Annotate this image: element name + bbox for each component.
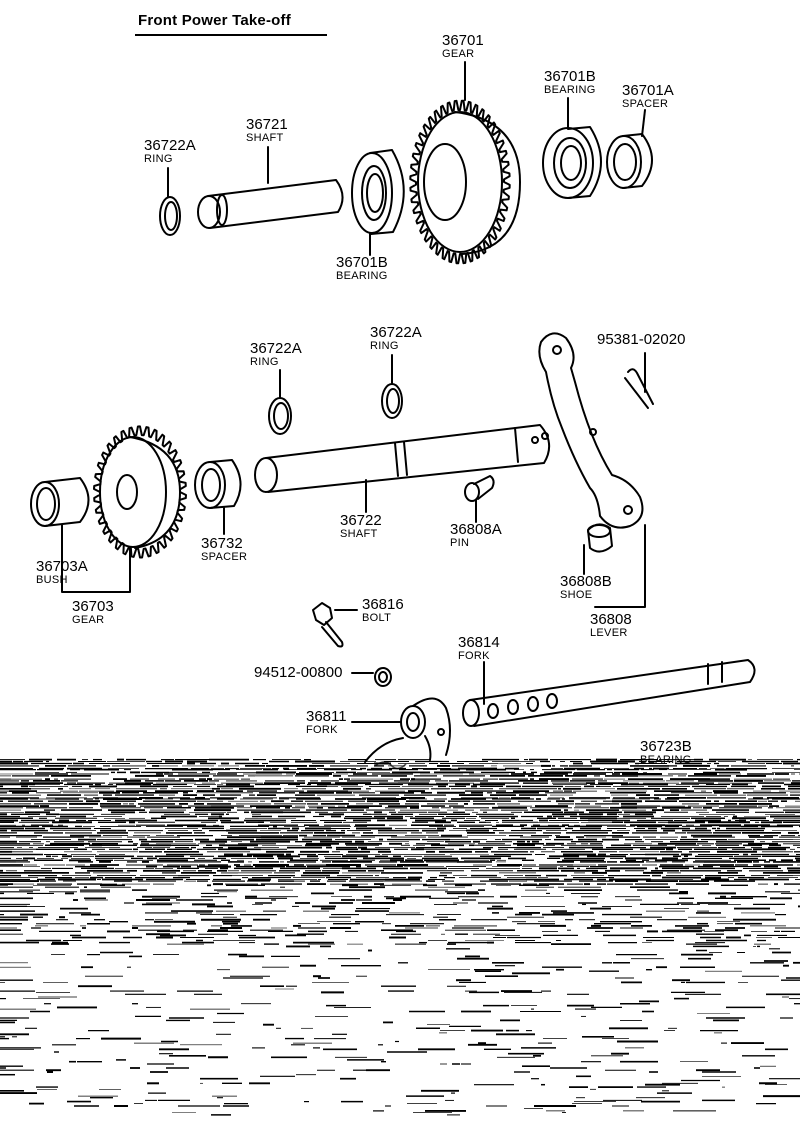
- shaft-36721-part: [197, 179, 344, 229]
- label-36701b-top: 36701B BEARING: [544, 69, 596, 96]
- part-name: BUSH: [36, 574, 68, 586]
- part-name: GEAR: [442, 48, 475, 60]
- label-36816: 36816 BOLT: [362, 597, 404, 624]
- part-number: 95381-02020: [597, 331, 686, 348]
- part-name: GEAR: [72, 614, 105, 626]
- label-36722a-top: 36722A RING: [144, 138, 196, 165]
- label-36703a: 36703A BUSH: [36, 559, 88, 586]
- label-36722: 36722 SHAFT: [340, 513, 382, 540]
- lever-36808-part: [538, 332, 644, 529]
- bolt-36816-part: [312, 602, 344, 648]
- leader-36701a: [641, 109, 646, 137]
- label-36701a: 36701A SPACER: [622, 83, 674, 110]
- label-95381: 95381-02020: [597, 332, 685, 347]
- part-number: 36723B: [640, 738, 692, 755]
- part-number: 36722A: [250, 340, 302, 357]
- part-name: FORK: [458, 650, 490, 662]
- part-name: BEARING: [640, 754, 692, 766]
- part-name: LEVER: [590, 627, 628, 639]
- label-36814: 36814 FORK: [458, 635, 500, 662]
- part-number: 36701B: [544, 68, 596, 85]
- label-36723b: 36723B BEARING: [640, 739, 692, 766]
- part-name: SHAFT: [340, 528, 378, 540]
- spacer-36701a-part: [606, 133, 653, 189]
- cotter-pin-95381-part: [624, 368, 654, 409]
- fork-36811-part: [364, 697, 451, 763]
- bearing-36701b-left-part: [351, 149, 405, 235]
- part-name: PIN: [450, 537, 470, 549]
- ring-36722a-top-part: [159, 196, 181, 236]
- label-36808b: 36808B SHOE: [560, 574, 612, 601]
- part-number: 36816: [362, 596, 404, 613]
- title-underline: [135, 34, 327, 36]
- part-number: 36703: [72, 598, 114, 615]
- label-36701b-low: 36701B BEARING: [336, 255, 388, 282]
- diagram-title: Front Power Take-off: [138, 12, 291, 29]
- shaft-36722-part: [254, 424, 551, 493]
- pin-36808a-part: [464, 475, 495, 502]
- label-36703: 36703 GEAR: [72, 599, 114, 626]
- bearing-36701b-right-part: [542, 126, 602, 199]
- part-number: 36811: [306, 708, 347, 725]
- gear-36701-part: [409, 99, 521, 265]
- part-number: 36701: [442, 32, 484, 49]
- part-number: 36701A: [622, 82, 674, 99]
- leader-36703: [61, 524, 131, 593]
- part-name: SHAFT: [246, 132, 284, 144]
- label-36808: 36808 LEVER: [590, 612, 632, 639]
- label-36811: 36811 FORK: [306, 709, 347, 736]
- label-36732: 36732 SPACER: [201, 536, 247, 563]
- part-name: RING: [250, 356, 279, 368]
- part-name: RING: [370, 340, 399, 352]
- part-name: BEARING: [544, 84, 596, 96]
- part-number: 36808A: [450, 521, 502, 538]
- label-36808a: 36808A PIN: [450, 522, 502, 549]
- part-number: 36722A: [370, 324, 422, 341]
- part-number: 36701B: [336, 254, 388, 271]
- label-36722a-a: 36722A RING: [250, 341, 302, 368]
- part-number: 36703A: [36, 558, 88, 575]
- label-36722a-b: 36722A RING: [370, 325, 422, 352]
- part-number: 94512-00800: [254, 664, 343, 681]
- leader-36808: [594, 524, 646, 608]
- part-number: 36722: [340, 512, 382, 529]
- part-name: RING: [144, 153, 173, 165]
- gear-36703-part: [93, 425, 187, 559]
- part-name: BEARING: [336, 270, 388, 282]
- part-number: 36808B: [560, 573, 612, 590]
- bush-36703a-part: [30, 477, 90, 527]
- part-name: FORK: [306, 724, 338, 736]
- part-name: SHOE: [560, 589, 593, 601]
- ring-36722a-mid-left-part: [268, 397, 292, 435]
- label-94512: 94512-00800: [254, 665, 342, 680]
- part-number: 36722A: [144, 137, 196, 154]
- part-number: 36814: [458, 634, 500, 651]
- label-36721: 36721 SHAFT: [246, 117, 288, 144]
- part-name: BOLT: [362, 612, 392, 624]
- part-number: 36732: [201, 535, 243, 552]
- part-name: SPACER: [201, 551, 248, 563]
- washer-94512-part: [374, 667, 392, 687]
- part-number: 36808: [590, 611, 632, 628]
- shoe-36808b-part: [587, 523, 613, 553]
- fork-shaft-36814-part: [462, 659, 756, 727]
- ring-36722a-mid-right-part: [381, 383, 403, 419]
- part-number: 36721: [246, 116, 288, 133]
- part-name: SPACER: [622, 98, 669, 110]
- scan-noise-area: [0, 758, 800, 1116]
- label-36701: 36701 GEAR: [442, 33, 484, 60]
- spacer-36732-part: [194, 459, 242, 509]
